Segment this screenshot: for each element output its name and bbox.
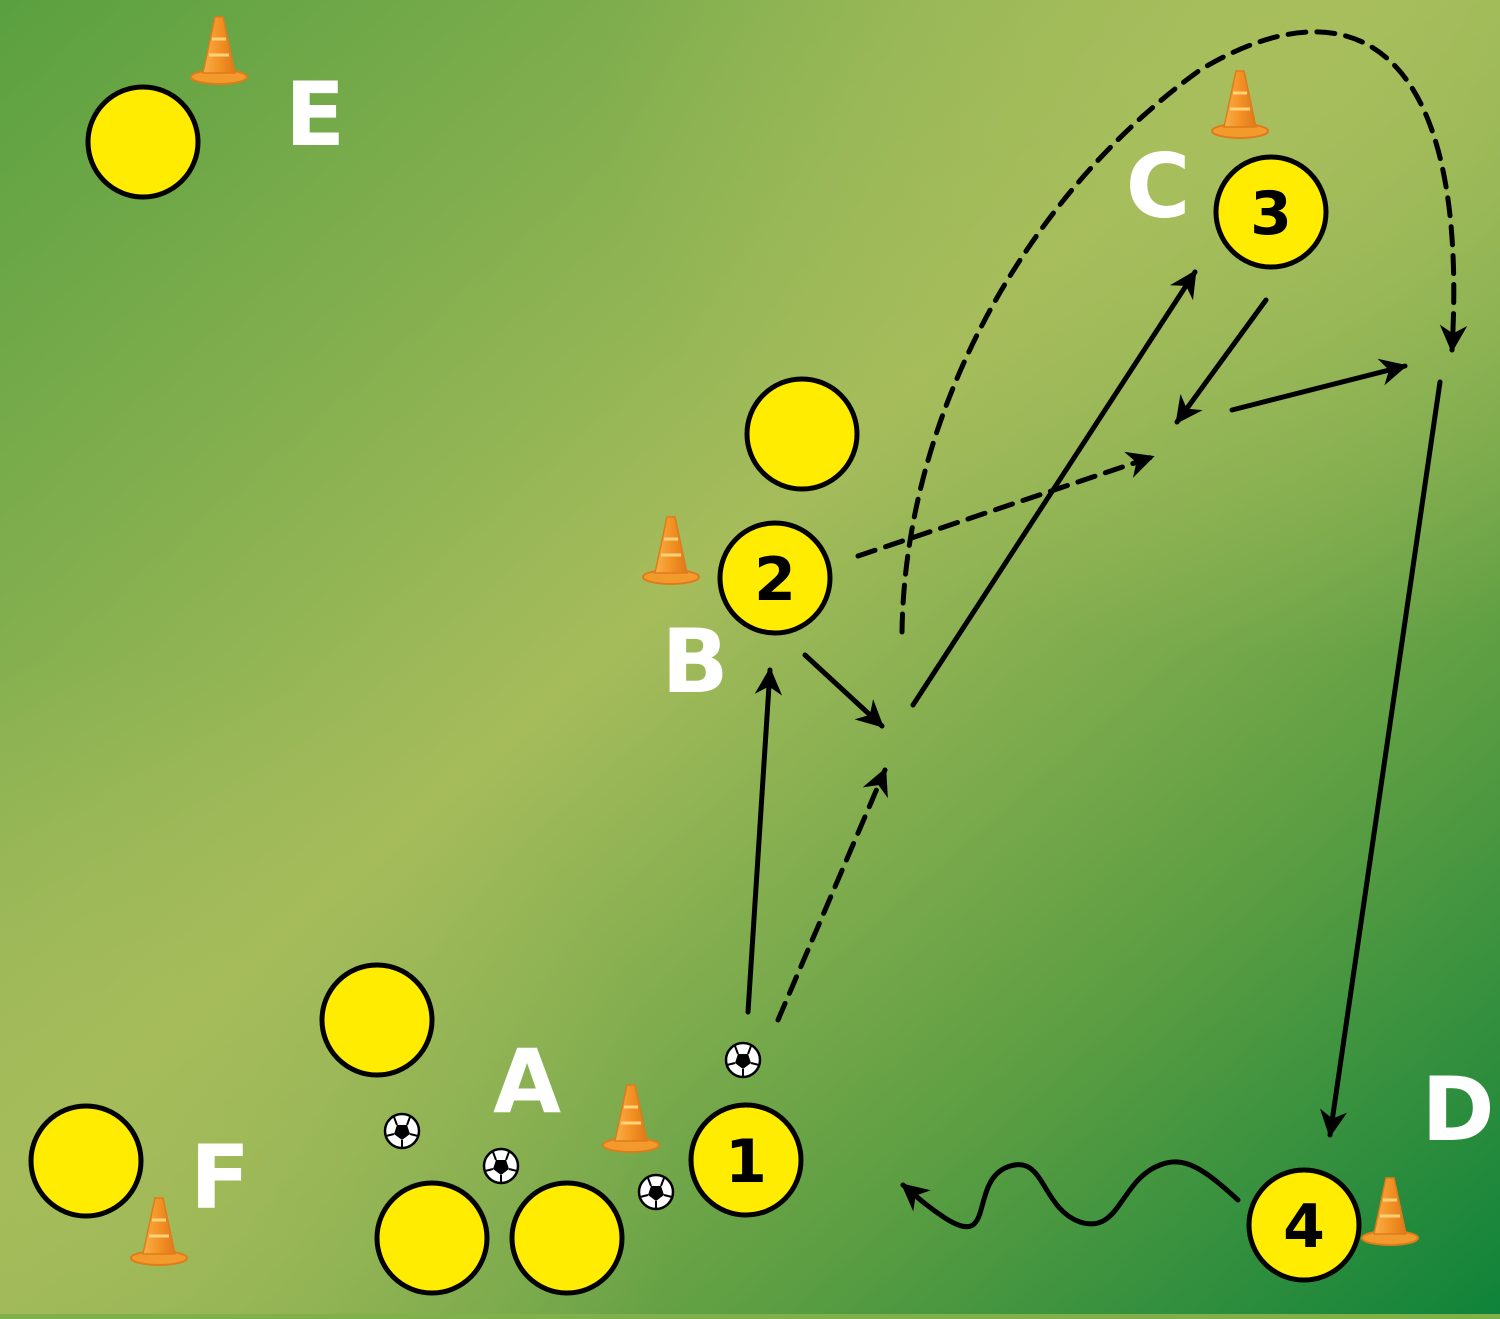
run-arrow-1	[775, 767, 888, 1023]
player-disc-a-waiting	[509, 1180, 625, 1296]
soccer-ball-icon	[637, 1173, 675, 1211]
run-arrow-overlap	[899, 29, 1468, 635]
pass-arrow-to-4	[1319, 379, 1443, 1138]
player-disc-a-waiting	[319, 962, 435, 1078]
player-disc-1	[688, 1102, 804, 1218]
player-disc-4	[1246, 1167, 1362, 1283]
soccer-ball-icon	[724, 1041, 762, 1079]
player-disc-e	[85, 84, 201, 200]
player-disc-2	[717, 520, 833, 636]
pass-arrow-2-to-space	[802, 652, 885, 729]
players	[28, 84, 1362, 1296]
station-label-e: E	[285, 63, 345, 166]
station-labels: E C B A D F	[190, 63, 1495, 1229]
pass-arrow-1-to-2	[745, 667, 783, 1015]
player-numbers: 2 3 1 4	[725, 179, 1325, 1262]
station-label-f: F	[190, 1126, 250, 1229]
station-label-d: D	[1421, 1058, 1494, 1161]
soccer-ball-icon	[482, 1147, 520, 1185]
station-label-b: B	[661, 610, 728, 713]
station-label-a: A	[493, 1030, 561, 1133]
player-number-1: 1	[725, 1127, 767, 1197]
pass-arrow-3-set	[1174, 297, 1269, 425]
player-disc-a-waiting	[374, 1180, 490, 1296]
movement-lines	[745, 29, 1468, 1229]
soccer-ball-icon	[383, 1112, 421, 1150]
station-label-c: C	[1126, 135, 1191, 238]
pass-arrow-to-d	[1229, 358, 1408, 413]
player-disc-f	[28, 1103, 144, 1219]
player-number-4: 4	[1283, 1192, 1325, 1262]
player-disc-b-waiting	[744, 376, 860, 492]
run-arrow-2	[855, 451, 1155, 559]
player-number-3: 3	[1250, 179, 1292, 249]
dribble-arrow-4	[900, 1159, 1241, 1229]
player-number-2: 2	[754, 545, 796, 615]
player-disc-3	[1213, 154, 1329, 270]
